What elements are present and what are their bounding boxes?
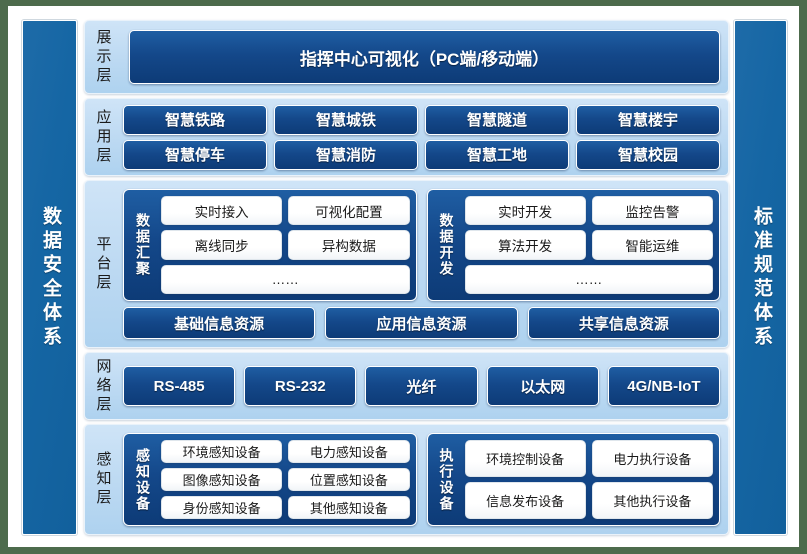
app-item[interactable]: 智慧隧道	[425, 104, 569, 135]
pillar-left-label: 数据安全体系	[39, 205, 61, 350]
platform-item[interactable]: 智能运维	[591, 230, 713, 260]
layer-perception-body: 感知设备 环境感知设备 电力感知设备 图像感知设备 位置感知设备 身份感知设备 …	[121, 425, 728, 534]
platform-resource-row: 基础信息资源 应用信息资源 共享信息资源	[123, 307, 720, 339]
network-item[interactable]: 光纤	[365, 366, 478, 406]
app-item[interactable]: 智慧城铁	[274, 104, 418, 135]
perception-group-sensing-devices: 感知设备 环境感知设备 电力感知设备 图像感知设备 位置感知设备 身份感知设备 …	[123, 433, 417, 526]
platform-item[interactable]: 可视化配置	[288, 196, 410, 226]
platform-item[interactable]: 监控告警	[591, 196, 713, 226]
perception-item[interactable]: 电力执行设备	[591, 440, 713, 477]
layer-network-label-text: 网络层	[94, 357, 112, 415]
layer-display-label-text: 展示层	[94, 28, 112, 86]
display-banner-chip[interactable]: 指挥中心可视化（PC端/移动端）	[129, 30, 720, 84]
app-item[interactable]: 智慧停车	[123, 139, 267, 170]
layer-platform-label: 平台层	[85, 181, 121, 347]
app-item[interactable]: 智慧校园	[576, 139, 720, 170]
perception-item[interactable]: 信息发布设备	[464, 482, 586, 519]
platform-group-1-label-text: 数据开发	[438, 213, 455, 277]
platform-item[interactable]: 实时接入	[161, 196, 283, 226]
layer-display-label: 展示层	[85, 21, 121, 93]
app-item[interactable]: 智慧楼宇	[576, 104, 720, 135]
layer-application-body: 智慧铁路 智慧城铁 智慧隧道 智慧楼宇 智慧停车 智慧消防 智慧工地 智慧校园	[121, 99, 728, 175]
diagram-canvas: 数据安全体系 标准规范体系 展示层 指挥中心可视化（PC端/移动端） 应用层 智…	[8, 6, 799, 547]
network-row: RS-485 RS-232 光纤 以太网 4G/NB-IoT	[121, 360, 728, 412]
perception-item[interactable]: 其他感知设备	[288, 496, 410, 519]
network-item[interactable]: RS-485	[123, 366, 236, 406]
layer-network: 网络层 RS-485 RS-232 光纤 以太网 4G/NB-IoT	[84, 352, 729, 420]
pillar-standard-spec: 标准规范体系	[734, 20, 787, 535]
layer-platform-body: 数据汇聚 实时接入 可视化配置 离线同步 异构数据 …… 数	[121, 181, 728, 347]
layer-application: 应用层 智慧铁路 智慧城铁 智慧隧道 智慧楼宇 智慧停车 智慧消防 智慧工地 智…	[84, 98, 729, 176]
perception-item[interactable]: 环境感知设备	[161, 440, 283, 463]
perception-item[interactable]: 环境控制设备	[464, 440, 586, 477]
pillar-right-label: 标准规范体系	[750, 205, 772, 350]
app-item[interactable]: 智慧消防	[274, 139, 418, 170]
resource-item[interactable]: 共享信息资源	[527, 307, 720, 339]
layer-display: 展示层 指挥中心可视化（PC端/移动端）	[84, 20, 729, 94]
perception-group-0-label: 感知设备	[130, 440, 156, 519]
layer-network-body: RS-485 RS-232 光纤 以太网 4G/NB-IoT	[121, 353, 728, 419]
perception-group-1-grid: 环境控制设备 电力执行设备 信息发布设备 其他执行设备	[464, 440, 713, 519]
perception-group-1-label: 执行设备	[434, 440, 460, 519]
platform-group-0-grid: 实时接入 可视化配置 离线同步 异构数据 ……	[161, 196, 410, 294]
layer-application-label: 应用层	[85, 99, 121, 175]
application-grid: 智慧铁路 智慧城铁 智慧隧道 智慧楼宇 智慧停车 智慧消防 智慧工地 智慧校园	[121, 100, 728, 175]
platform-item-more[interactable]: ……	[464, 264, 713, 294]
platform-group-1-grid: 实时开发 监控告警 算法开发 智能运维 ……	[464, 196, 713, 294]
network-item[interactable]: 4G/NB-IoT	[607, 366, 721, 406]
layer-application-label-text: 应用层	[94, 108, 112, 166]
layer-platform: 平台层 数据汇聚 实时接入 可视化配置 离线同步 异构数据	[84, 180, 729, 348]
platform-item[interactable]: 离线同步	[161, 230, 283, 260]
perception-group-0-label-text: 感知设备	[135, 447, 151, 512]
layer-perception-label-text: 感知层	[94, 451, 112, 508]
platform-group-0-label-text: 数据汇聚	[135, 213, 151, 277]
platform-item[interactable]: 异构数据	[288, 230, 410, 260]
perception-groups: 感知设备 环境感知设备 电力感知设备 图像感知设备 位置感知设备 身份感知设备 …	[121, 426, 728, 533]
network-item[interactable]: 以太网	[486, 366, 599, 406]
network-item[interactable]: RS-232	[244, 366, 357, 406]
platform-group-data-development: 数据开发 实时开发 监控告警 算法开发 智能运维 ……	[426, 189, 720, 301]
platform-item-more[interactable]: ……	[161, 264, 410, 294]
platform-group-data-aggregation: 数据汇聚 实时接入 可视化配置 离线同步 异构数据 ……	[123, 189, 417, 301]
platform-group-1-label: 数据开发	[434, 196, 460, 294]
perception-group-actuator-devices: 执行设备 环境控制设备 电力执行设备 信息发布设备 其他执行设备	[426, 433, 720, 526]
layer-network-label: 网络层	[85, 353, 121, 419]
perception-item[interactable]: 身份感知设备	[161, 496, 283, 519]
resource-item[interactable]: 基础信息资源	[123, 307, 316, 339]
layer-perception: 感知层 感知设备 环境感知设备 电力感知设备 图像感知设备 位置感知设备 身份感…	[84, 424, 729, 535]
platform-item[interactable]: 实时开发	[464, 196, 586, 226]
platform-groups: 数据汇聚 实时接入 可视化配置 离线同步 异构数据 …… 数	[123, 189, 720, 301]
perception-item[interactable]: 图像感知设备	[161, 468, 283, 491]
layer-platform-label-text: 平台层	[94, 235, 112, 293]
resource-item[interactable]: 应用信息资源	[325, 307, 518, 339]
perception-group-0-grid: 环境感知设备 电力感知设备 图像感知设备 位置感知设备 身份感知设备 其他感知设…	[161, 440, 410, 519]
layer-perception-label: 感知层	[85, 425, 121, 534]
app-item[interactable]: 智慧铁路	[123, 104, 267, 135]
perception-item[interactable]: 其他执行设备	[591, 482, 713, 519]
perception-item[interactable]: 电力感知设备	[288, 440, 410, 463]
perception-item[interactable]: 位置感知设备	[288, 468, 410, 491]
pillar-data-security: 数据安全体系	[22, 20, 77, 535]
app-item[interactable]: 智慧工地	[425, 139, 569, 170]
perception-group-1-label-text: 执行设备	[438, 447, 455, 512]
platform-group-0-label: 数据汇聚	[130, 196, 156, 294]
platform-item[interactable]: 算法开发	[464, 230, 586, 260]
layer-display-body: 指挥中心可视化（PC端/移动端）	[121, 21, 728, 93]
